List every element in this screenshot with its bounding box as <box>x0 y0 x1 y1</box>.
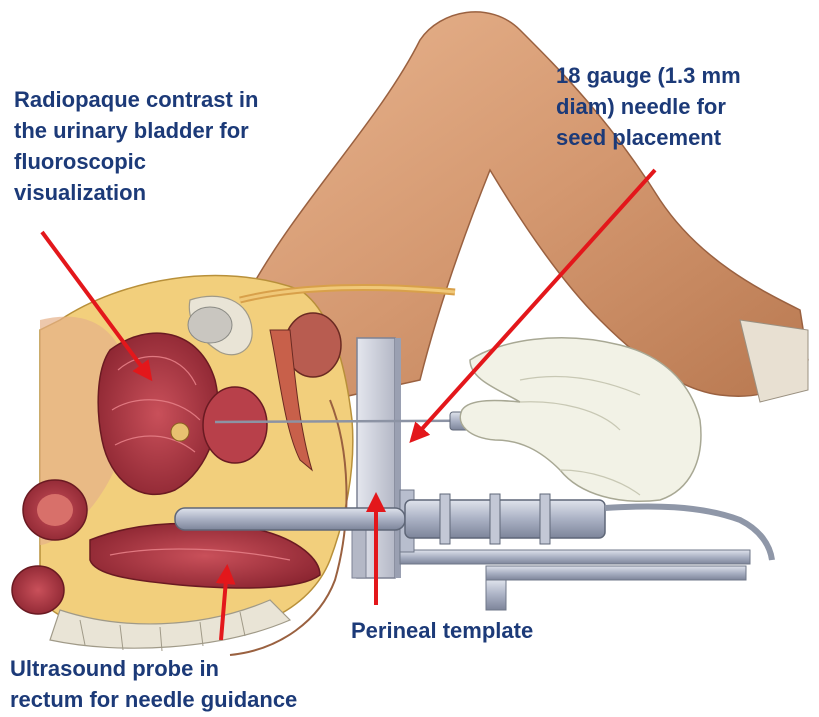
needle-label: 18 gauge (1.3 mm diam) needle for seed p… <box>556 60 816 153</box>
perineal-template <box>352 338 401 578</box>
ultrasound-probe-label: Ultrasound probe in rectum for needle gu… <box>10 653 410 715</box>
perineal-template-label: Perineal template <box>351 616 611 646</box>
bladder-contrast-label: Radiopaque contrast in the urinary bladd… <box>14 84 374 208</box>
prostate <box>203 387 267 463</box>
